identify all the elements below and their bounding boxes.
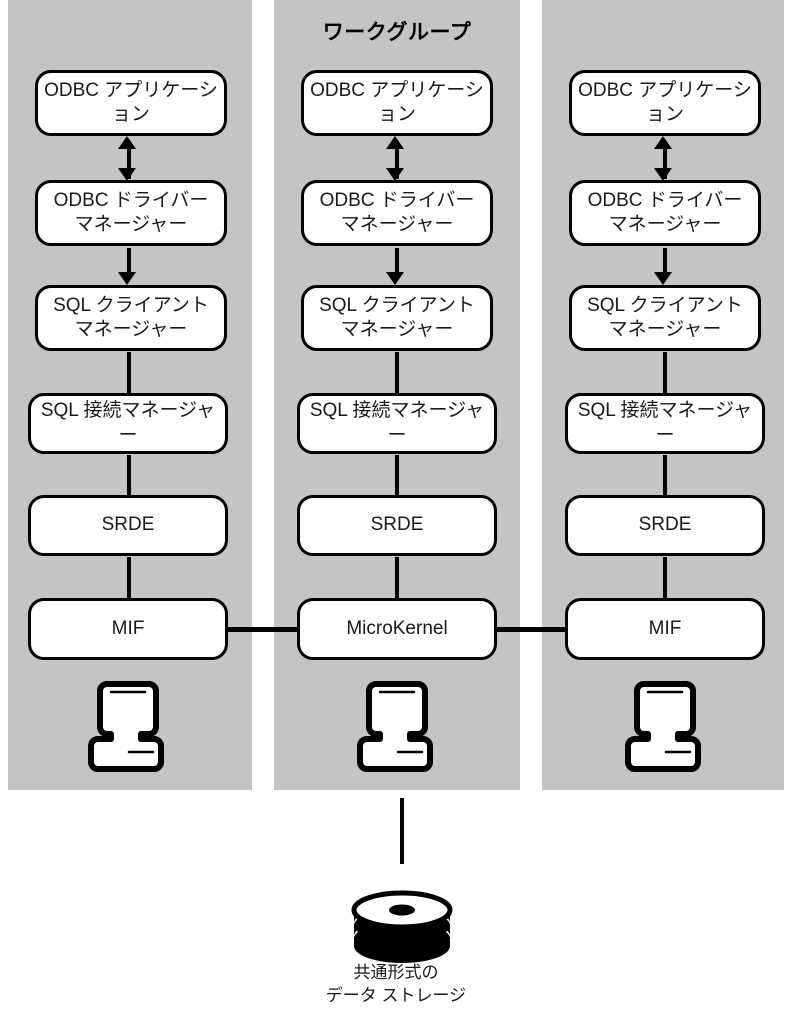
node-label: ODBC アプリケーション — [578, 79, 752, 125]
connector-srde-mif-left — [127, 557, 131, 599]
connector-driver-sqlclient-right — [663, 248, 667, 278]
connector-app-driver-right — [663, 141, 667, 179]
node-odbc-application-left[interactable]: ODBC アプリケーション — [35, 70, 227, 136]
arrowhead-down-left-2 — [118, 272, 136, 285]
node-mif-left[interactable]: MIF — [28, 598, 228, 660]
connector-app-driver-middle — [395, 141, 399, 179]
node-label: ODBC アプリケーション — [310, 79, 484, 125]
connector-srde-mif-right — [663, 557, 667, 599]
arrowhead-down-right-2 — [654, 272, 672, 285]
node-label: SRDE — [638, 514, 692, 536]
node-label: SQL 接続マネージャー — [577, 400, 753, 446]
node-sql-connection-manager-middle[interactable]: SQL 接続マネージャー — [297, 393, 497, 454]
storage-caption-line2: データ ストレージ — [325, 985, 467, 1005]
node-label-line1: ODBC ドライバー — [53, 189, 209, 211]
node-label: MIF — [648, 617, 682, 639]
arrowhead-down-middle-2 — [386, 272, 404, 285]
node-label-line2: マネージャー — [340, 319, 454, 340]
arrowhead-down-right-1 — [654, 168, 672, 181]
connector-conn-srde-right — [663, 455, 667, 497]
node-odbc-driver-manager-right[interactable]: ODBC ドライバー マネージャー — [569, 180, 761, 246]
node-sql-client-manager-right[interactable]: SQL クライアント マネージャー — [569, 285, 761, 351]
connector-microkernel-to-mif-right — [497, 627, 565, 632]
node-sql-client-manager-left[interactable]: SQL クライアント マネージャー — [35, 285, 227, 351]
arrowhead-up-left-1 — [118, 136, 136, 149]
connector-driver-sqlclient-middle — [395, 248, 399, 278]
connector-sqlclient-conn-right — [663, 352, 667, 394]
node-label-line1: ODBC ドライバー — [587, 189, 743, 211]
node-srde-middle[interactable]: SRDE — [297, 495, 497, 556]
node-odbc-driver-manager-left[interactable]: ODBC ドライバー マネージャー — [35, 180, 227, 246]
node-label-line1: SQL クライアント — [319, 294, 475, 316]
computer-icon-left — [88, 681, 164, 772]
connector-driver-sqlclient-left — [127, 248, 131, 278]
node-microkernel[interactable]: MicroKernel — [297, 598, 497, 660]
storage-caption-line1: 共通形式の — [353, 963, 439, 982]
arrowhead-up-middle-1 — [386, 136, 404, 149]
node-odbc-driver-manager-middle[interactable]: ODBC ドライバー マネージャー — [301, 180, 493, 246]
computer-icon-middle — [357, 681, 433, 772]
node-srde-right[interactable]: SRDE — [565, 495, 765, 556]
node-label-line2: マネージャー — [340, 214, 454, 235]
node-label: SRDE — [101, 514, 155, 536]
page-title: ワークグループ — [322, 21, 472, 44]
node-sql-client-manager-middle[interactable]: SQL クライアント マネージャー — [301, 285, 493, 351]
connector-conn-srde-left — [127, 455, 131, 497]
arrowhead-up-right-1 — [654, 136, 672, 149]
node-sql-connection-manager-right[interactable]: SQL 接続マネージャー — [565, 393, 765, 454]
node-label-line2: マネージャー — [74, 319, 188, 340]
node-label: ODBC アプリケーション — [44, 79, 218, 125]
node-label: SQL 接続マネージャー — [40, 400, 216, 446]
connector-sqlclient-conn-left — [127, 352, 131, 394]
node-label-line1: SQL クライアント — [53, 294, 209, 316]
node-label: SQL 接続マネージャー — [309, 400, 485, 446]
node-label-line1: ODBC ドライバー — [319, 189, 475, 211]
connector-app-driver-left — [127, 141, 131, 179]
node-odbc-application-right[interactable]: ODBC アプリケーション — [569, 70, 761, 136]
connector-mif-left-to-microkernel — [228, 627, 298, 632]
storage-caption: 共通形式の データ ストレージ — [291, 962, 501, 1008]
node-srde-left[interactable]: SRDE — [28, 495, 228, 556]
node-mif-right[interactable]: MIF — [565, 598, 765, 660]
node-label: MicroKernel — [346, 617, 448, 639]
node-label-line1: SQL クライアント — [587, 294, 743, 316]
node-sql-connection-manager-left[interactable]: SQL 接続マネージャー — [28, 393, 228, 454]
arrowhead-down-left-1 — [118, 168, 136, 181]
connector-srde-microkernel — [395, 557, 399, 599]
node-label-line2: マネージャー — [608, 214, 722, 235]
connector-microkernel-to-storage — [400, 798, 404, 864]
database-stack-icon — [351, 890, 453, 963]
node-label: SRDE — [370, 514, 424, 536]
node-label: MIF — [111, 617, 145, 639]
connector-sqlclient-conn-middle — [395, 352, 399, 394]
node-label-line2: マネージャー — [74, 214, 188, 235]
node-odbc-application-middle[interactable]: ODBC アプリケーション — [301, 70, 493, 136]
node-label-line2: マネージャー — [608, 319, 722, 340]
computer-icon-right — [625, 681, 701, 772]
arrowhead-down-middle-1 — [386, 168, 404, 181]
connector-conn-srde-middle — [395, 455, 399, 497]
